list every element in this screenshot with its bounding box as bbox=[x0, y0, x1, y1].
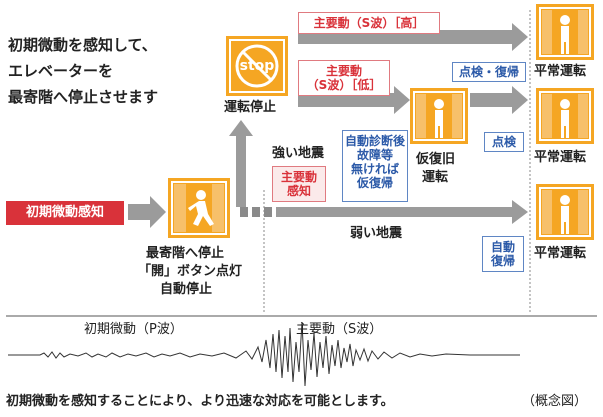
self-diag-line-3: 無ければ bbox=[350, 162, 399, 176]
auto-recover-line-2: 復帰 bbox=[490, 254, 515, 268]
wave-s-label: 主要動（S波） bbox=[296, 322, 383, 337]
operation-stop-label: 運転停止 bbox=[224, 100, 277, 115]
operation-stop-icon: stop bbox=[226, 36, 288, 96]
initial-detection-badge: 初期微動感知 bbox=[6, 201, 124, 225]
main-s-low-line-1: 主要動 bbox=[325, 64, 362, 78]
seismic-waveform bbox=[8, 321, 520, 387]
normal-op-icon-2 bbox=[536, 88, 594, 144]
main-s-high-label: 主要動（S波）［高］ bbox=[313, 16, 425, 30]
arrow-weak-quake bbox=[276, 200, 528, 224]
temp-recovery-line-2: 運転 bbox=[422, 170, 449, 185]
intro-line-3: 最寄階へ停止させます bbox=[8, 88, 159, 106]
dash-2 bbox=[252, 207, 260, 217]
inspect-label: 点検 bbox=[491, 135, 516, 149]
dash-3 bbox=[264, 207, 272, 217]
inspect-recover-label: 点検・復帰 bbox=[458, 65, 519, 79]
main-detect-box: 主要動 感知 bbox=[272, 166, 326, 202]
arrow-strong-up bbox=[229, 120, 253, 207]
auto-recover-box: 自動 復帰 bbox=[482, 236, 524, 272]
inspect-box: 点検 bbox=[484, 132, 524, 152]
main-s-high-box: 主要動（S波）［高］ bbox=[298, 12, 440, 34]
initial-detection-label: 初期微動感知 bbox=[25, 205, 104, 220]
inspect-recover-box: 点検・復帰 bbox=[452, 62, 526, 82]
main-s-low-line-2: （S波）［低］ bbox=[306, 78, 382, 92]
nearest-floor-line-3: 自動停止 bbox=[160, 282, 213, 297]
nearest-floor-line-1: 最寄階へ停止 bbox=[146, 246, 225, 261]
intro-line-1: 初期微動を感知して、 bbox=[8, 36, 157, 54]
main-detect-line-1: 主要動 bbox=[280, 170, 317, 184]
normal-op-label-2: 平常運転 bbox=[534, 150, 587, 165]
strong-quake-label: 強い地震 bbox=[272, 146, 325, 161]
self-diagnosis-box: 自動診断後 故障等 無ければ 仮復帰 bbox=[342, 130, 408, 202]
arrow-to-nearest-floor bbox=[128, 196, 166, 228]
main-s-low-box: 主要動 （S波）［低］ bbox=[298, 60, 390, 96]
self-diag-line-2: 故障等 bbox=[356, 148, 393, 162]
concept-label: （概念図） bbox=[522, 394, 588, 409]
normal-op-label-1: 平常運転 bbox=[534, 64, 587, 79]
auto-recover-line-1: 自動 bbox=[490, 240, 515, 254]
weak-quake-label: 弱い地震 bbox=[350, 226, 403, 241]
normal-op-icon-1 bbox=[536, 4, 594, 60]
intro-line-2: エレベーターを bbox=[8, 62, 114, 80]
main-detect-line-2: 感知 bbox=[286, 184, 311, 198]
temp-recovery-icon bbox=[410, 88, 468, 144]
normal-op-label-3: 平常運転 bbox=[534, 246, 587, 261]
nearest-floor-line-2: 「開」ボタン点灯 bbox=[138, 264, 243, 279]
arrow-temp-to-normal bbox=[470, 86, 528, 114]
self-diag-line-4: 仮復帰 bbox=[356, 176, 393, 190]
footer-text: 初期微動を感知することにより、より迅速な対応を可能とします。 bbox=[6, 394, 394, 409]
stop-sign-text: stop bbox=[239, 58, 275, 74]
dash-1 bbox=[240, 207, 248, 217]
temp-recovery-line-1: 仮復旧 bbox=[416, 152, 456, 167]
normal-op-icon-3 bbox=[536, 184, 594, 240]
elevator-exit-icon bbox=[168, 178, 230, 238]
wave-p-label: 初期微動（P波） bbox=[84, 322, 183, 337]
self-diag-line-1: 自動診断後 bbox=[344, 134, 405, 148]
